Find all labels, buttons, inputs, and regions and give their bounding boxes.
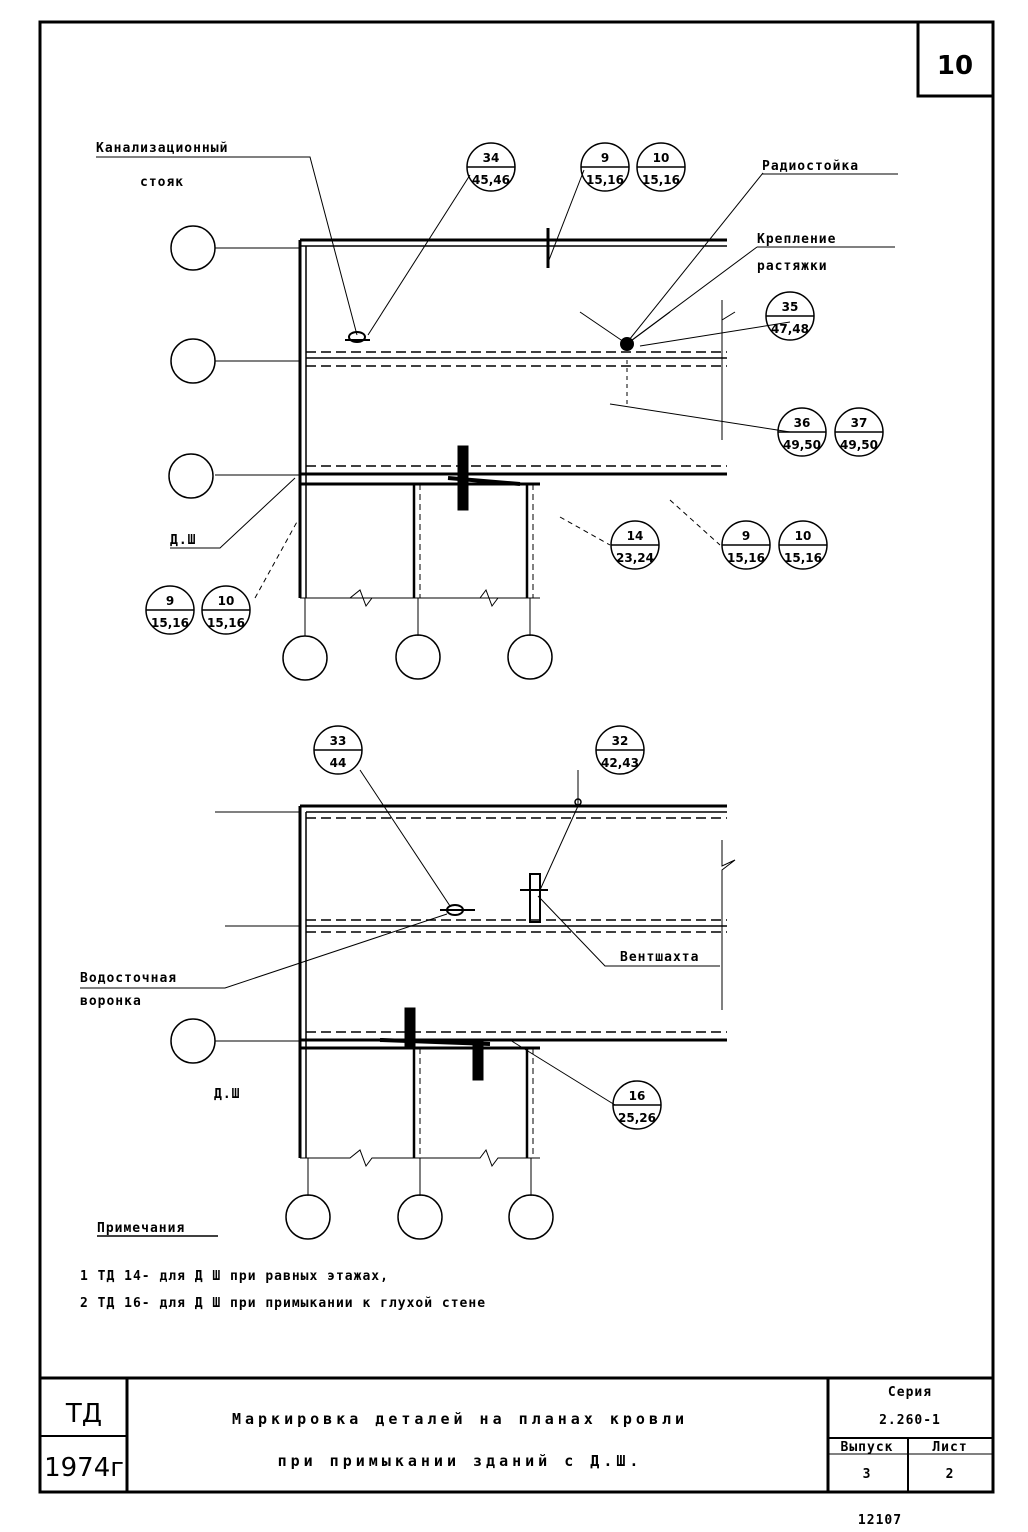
axis-bubble — [170, 338, 216, 384]
callout-num: 10 — [653, 151, 670, 165]
title-block — [40, 1376, 993, 1492]
callout-num: 14 — [627, 529, 644, 543]
axis-bubble — [170, 225, 216, 271]
note-item: 1 ТД 14- для Д Ш при равных этажах, — [80, 1269, 389, 1284]
sheet-value: 2 — [946, 1467, 955, 1482]
axis-bubble — [508, 1194, 554, 1240]
axis-bubble — [170, 1018, 216, 1064]
issue-label: Выпуск — [841, 1440, 894, 1455]
label-drain-pipe: Радиостойка — [762, 159, 859, 174]
callout-sheet: 45,46 — [472, 173, 510, 187]
sheet-number: 10 — [937, 51, 973, 81]
callout-num: 36 — [794, 416, 811, 430]
callout-num: 9 — [601, 151, 609, 165]
callout-sheet: 47,48 — [771, 322, 809, 336]
axis-bubble — [507, 634, 553, 680]
sheet-frame — [38, 20, 995, 1494]
axis-bubble — [285, 1194, 331, 1240]
callout-num: 16 — [629, 1089, 646, 1103]
callout-sheet: 15,16 — [784, 551, 822, 565]
label-stay: Крепление — [757, 232, 836, 247]
callout-sheet: 15,16 — [586, 173, 624, 187]
callout-sheet: 15,16 — [727, 551, 765, 565]
bottom-plan — [80, 769, 736, 1196]
issue-value: 3 — [863, 1467, 872, 1482]
title-line-1: Маркировка деталей на планах кровли — [232, 1410, 688, 1428]
axis-bubble — [395, 634, 441, 680]
note-item: 2 ТД 16- для Д Ш при примыкании к глухой… — [80, 1296, 486, 1311]
axis-bubble — [282, 635, 328, 681]
callout-sheet: 49,50 — [783, 438, 821, 452]
axis-bubble — [397, 1194, 443, 1240]
callout-num: 9 — [742, 529, 750, 543]
sheet-label: Лист — [932, 1440, 967, 1455]
series-label: Серия — [888, 1385, 932, 1400]
callout-num: 35 — [782, 300, 799, 314]
callout-num: 34 — [483, 151, 500, 165]
label-funnel-2: воронка — [80, 994, 142, 1009]
series-value: 2.260-1 — [879, 1413, 941, 1428]
label-sewer-riser: Канализационный — [96, 141, 228, 156]
label-expansion-joint-bottom: Д.Ш — [214, 1087, 240, 1102]
top-plan — [96, 156, 895, 636]
label-expansion-joint: Д.Ш — [170, 533, 196, 548]
callout-sheet: 42,43 — [601, 756, 639, 770]
callout-sheet: 44 — [330, 756, 347, 770]
callout-num: 9 — [166, 594, 174, 608]
label-funnel: Водосточная — [80, 971, 177, 986]
callout-sheet: 15,16 — [207, 616, 245, 630]
title-code: ТД — [65, 1399, 102, 1429]
axis-bubble — [168, 453, 214, 499]
callout-num: 32 — [612, 734, 629, 748]
title-line-2: при примыкании зданий с Д.Ш. — [278, 1452, 643, 1470]
callout-num: 37 — [851, 416, 868, 430]
callout-sheet: 25,26 — [618, 1111, 656, 1125]
label-stay-2: растяжки — [757, 259, 828, 274]
callout-num: 10 — [795, 529, 812, 543]
title-year: 1974г — [44, 1453, 124, 1483]
callout-num: 33 — [330, 734, 347, 748]
callout-num: 10 — [218, 594, 235, 608]
notes-title: Примечания — [97, 1221, 185, 1236]
footer-stamp: 12107 — [858, 1513, 902, 1528]
callout-sheet: 15,16 — [642, 173, 680, 187]
sheet-number-box — [916, 20, 995, 98]
callout-sheet: 49,50 — [840, 438, 878, 452]
label-vent-shaft: Вентшахта — [620, 950, 699, 965]
callout-sheet: 15,16 — [151, 616, 189, 630]
callout-sheet: 23,24 — [616, 551, 654, 565]
label-sewer-riser-2: стояк — [140, 175, 184, 190]
